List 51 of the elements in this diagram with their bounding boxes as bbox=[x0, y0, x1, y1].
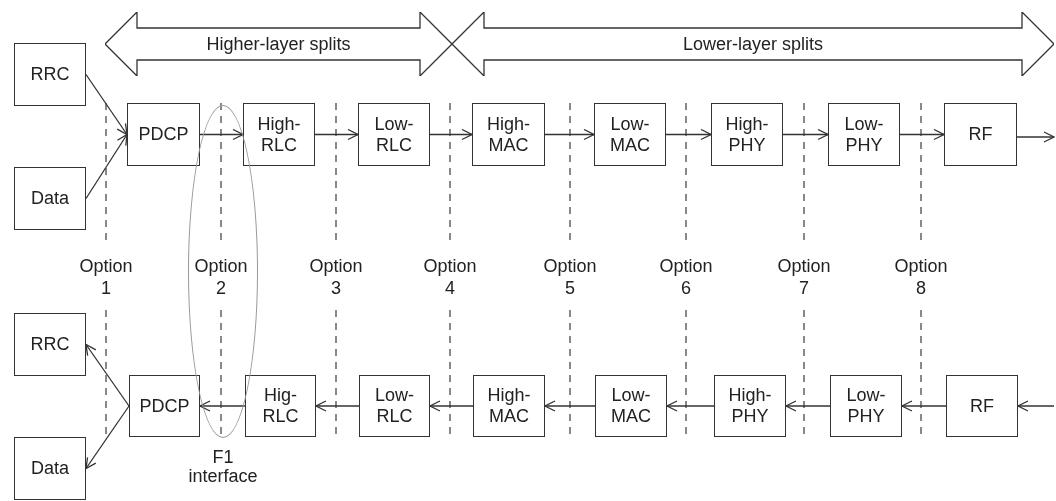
layer-box: Low- RLC bbox=[358, 103, 430, 166]
arrow bbox=[1017, 400, 1055, 412]
layer-box: Low- MAC bbox=[595, 375, 667, 437]
split-option-label: Option 2 bbox=[193, 255, 249, 299]
layer-box: RRC bbox=[14, 313, 86, 376]
layer-box: High- MAC bbox=[473, 375, 545, 437]
interface-label: F1 interface bbox=[187, 448, 259, 486]
arrow bbox=[199, 128, 244, 141]
arrow bbox=[544, 128, 595, 141]
split-option-label: Option 4 bbox=[422, 255, 478, 299]
arrow bbox=[544, 400, 596, 412]
layer-box: RF bbox=[946, 375, 1018, 437]
layer-box: High- MAC bbox=[472, 103, 545, 166]
layer-box: Data bbox=[14, 437, 86, 500]
split-option-label: Option 5 bbox=[542, 255, 598, 299]
arrow bbox=[429, 400, 474, 412]
arrow bbox=[199, 400, 246, 412]
layer-box: High- PHY bbox=[711, 103, 783, 166]
layer-box: RRC bbox=[14, 43, 86, 106]
arrow bbox=[85, 73, 128, 136]
layer-box: Hig- RLC bbox=[245, 375, 316, 437]
split-option-label: Option 3 bbox=[308, 255, 364, 299]
arrow bbox=[782, 128, 829, 141]
layer-box: Low- MAC bbox=[594, 103, 666, 166]
arrow bbox=[1016, 131, 1055, 143]
arrow bbox=[429, 128, 473, 141]
double-arrow-banner: Lower-layer splits bbox=[452, 12, 1054, 76]
arrow bbox=[85, 343, 130, 407]
layer-box: PDCP bbox=[129, 375, 200, 437]
arrow bbox=[85, 405, 130, 470]
layer-box: High- PHY bbox=[714, 375, 786, 437]
arrow bbox=[85, 133, 128, 200]
layer-box: Low- PHY bbox=[828, 103, 900, 166]
split-option-label: Option 8 bbox=[893, 255, 949, 299]
split-option-label: Option 1 bbox=[78, 255, 134, 299]
arrow bbox=[666, 400, 715, 412]
layer-box: RF bbox=[944, 103, 1017, 166]
layer-box: PDCP bbox=[127, 103, 200, 166]
arrow bbox=[315, 400, 360, 412]
split-option-label: Option 7 bbox=[776, 255, 832, 299]
arrow bbox=[899, 128, 945, 141]
arrow bbox=[314, 128, 359, 141]
layer-box: High- RLC bbox=[243, 103, 315, 166]
layer-box: Data bbox=[14, 167, 86, 230]
arrow bbox=[901, 400, 947, 412]
arrow bbox=[785, 400, 831, 412]
double-arrow-banner: Higher-layer splits bbox=[105, 12, 452, 76]
split-option-label: Option 6 bbox=[658, 255, 714, 299]
layer-box: Low- RLC bbox=[359, 375, 430, 437]
layer-box: Low- PHY bbox=[830, 375, 902, 437]
arrow bbox=[665, 128, 712, 141]
